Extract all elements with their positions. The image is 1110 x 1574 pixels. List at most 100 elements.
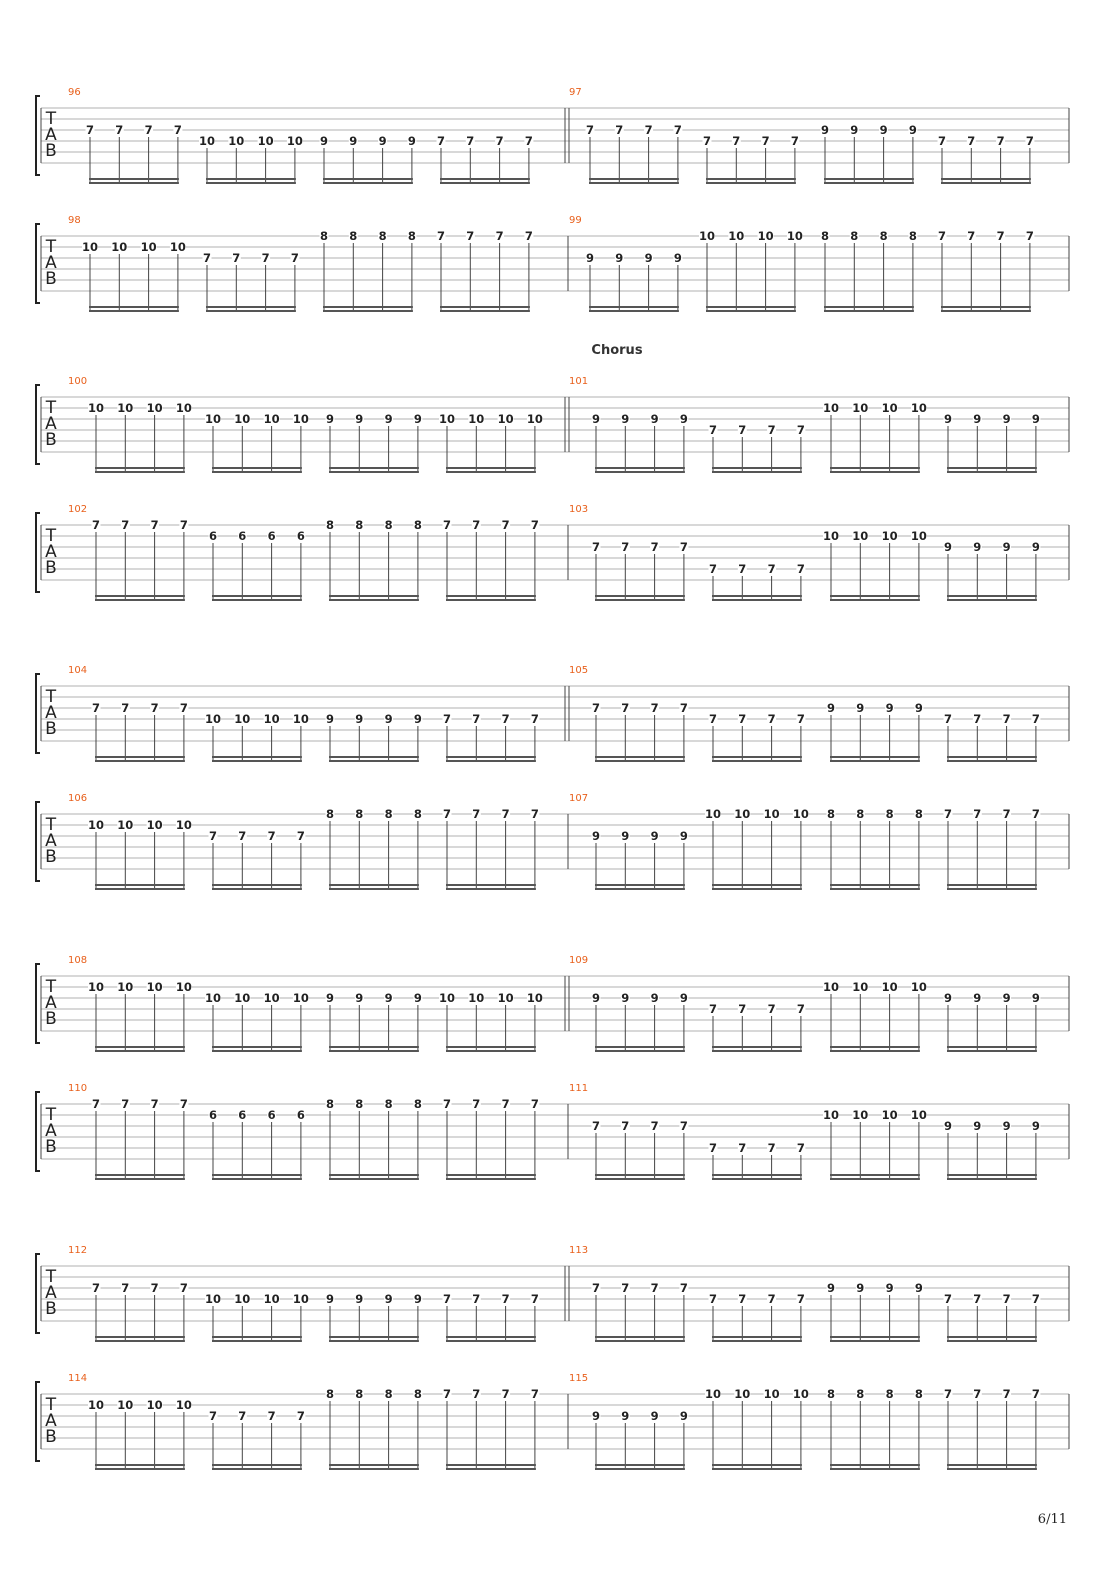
beam-secondary [446,760,536,762]
fret-background [495,230,505,242]
fret-number: 7 [151,1281,159,1295]
fret-number: 10 [852,401,868,415]
measure-number: 108 [68,955,87,966]
fret-number: 10 [234,412,250,426]
fret-background [731,135,741,147]
fret-background [1002,541,1012,553]
beam-primary [712,595,802,597]
fret-background [471,1388,481,1400]
fret-number: 7 [944,712,952,726]
system-bracket [35,673,40,754]
fret-number: 7 [768,1002,776,1016]
fret-number: 9 [915,1281,923,1295]
fret-background [650,992,660,1004]
fret-number: 9 [326,991,334,1005]
fret-number: 7 [997,229,1005,243]
fret-background [1031,413,1041,425]
beam-primary [712,1464,802,1466]
fret-number: 9 [379,134,387,148]
fret-number: 10 [527,991,543,1005]
beam-secondary [95,599,185,601]
fret-background [91,519,101,531]
beam-primary [329,884,419,886]
fret-background [120,519,130,531]
fret-number: 9 [973,540,981,554]
beam-primary [941,178,1031,180]
fret-background [442,1098,452,1110]
fret-number: 10 [823,401,839,415]
beam-primary [830,1336,920,1338]
fret-background [820,230,830,242]
fret-background [407,230,417,242]
fret-number: 7 [472,807,480,821]
fret-number: 7 [502,1292,510,1306]
fret-number: 7 [709,1292,717,1306]
tab-clef-letter: A [45,1411,57,1431]
fret-number: 9 [355,1292,363,1306]
fret-background [937,135,947,147]
fret-background [237,830,247,842]
fret-background [413,1293,423,1305]
fret-background [972,413,982,425]
fret-number: 8 [355,807,363,821]
fret-background [413,1098,423,1110]
beam-primary [824,178,914,180]
fret-background [173,124,183,136]
fret-number: 7 [151,518,159,532]
fret-background [471,808,481,820]
fret-number: 7 [502,1387,510,1401]
beam-secondary [212,599,302,601]
fret-number: 10 [852,529,868,543]
beam-secondary [446,1050,536,1052]
fret-background [943,992,953,1004]
fret-background [150,1098,160,1110]
fret-number: 7 [121,1281,129,1295]
fret-background [591,992,601,1004]
fret-number: 10 [234,991,250,1005]
fret-background [796,1003,806,1015]
fret-number: 9 [909,123,917,137]
fret-background [530,1293,540,1305]
fret-number: 8 [856,807,864,821]
tab-clef-letter: A [45,1121,57,1141]
fret-number: 7 [472,518,480,532]
fret-number: 9 [326,1292,334,1306]
fret-number: 7 [232,251,240,265]
fret-background [205,1293,221,1305]
fret-background [650,541,660,553]
fret-number: 7 [797,1002,805,1016]
fret-number: 8 [326,807,334,821]
fret-number: 7 [92,701,100,715]
beam-secondary [947,599,1037,601]
fret-number: 9 [1032,540,1040,554]
fret-background [354,1388,364,1400]
beam-secondary [824,182,914,184]
fret-number: 9 [385,412,393,426]
measure-number: 103 [569,504,588,515]
beam-secondary [323,310,413,312]
fret-background [855,702,865,714]
fret-background [261,252,271,264]
fret-number: 8 [827,807,835,821]
fret-number: 7 [209,829,217,843]
fret-background [175,1399,192,1411]
fret-background [234,1293,251,1305]
fret-background [679,830,689,842]
beam-primary [595,1464,685,1466]
beam-secondary [830,599,920,601]
measure-number: 105 [569,665,588,676]
fret-number: 10 [882,529,898,543]
fret-background [530,1098,540,1110]
fret-background [943,1120,953,1132]
fret-number: 7 [1032,1387,1040,1401]
fret-number: 7 [973,712,981,726]
beam-secondary [595,471,685,473]
fret-number: 7 [472,712,480,726]
system-bracket [35,1091,40,1172]
fret-background [384,1293,394,1305]
fret-number: 7 [797,562,805,576]
measure-number: 109 [569,955,588,966]
fret-number: 9 [326,412,334,426]
beam-primary [329,1336,419,1338]
fret-number: 8 [414,518,422,532]
